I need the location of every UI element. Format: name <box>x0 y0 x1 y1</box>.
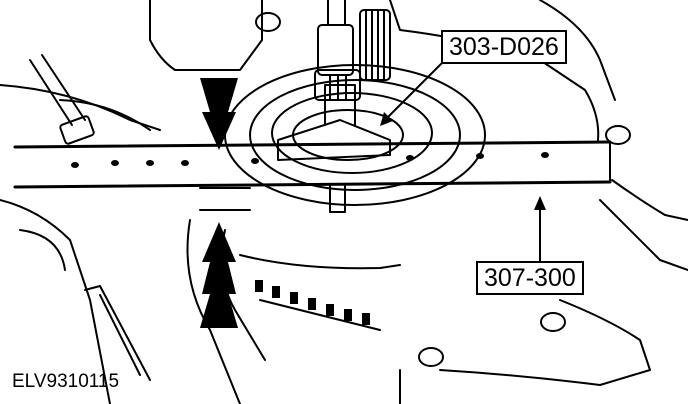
leader-arrowheads <box>380 112 546 210</box>
snap-ring <box>255 280 370 325</box>
measurement-arrows <box>200 78 238 328</box>
figure-id: ELV9310115 <box>12 371 120 392</box>
callout-leaders <box>384 59 541 263</box>
tool-callout-307-300: 307-300 <box>476 261 584 295</box>
case-bolts <box>255 12 631 367</box>
gap-lines <box>199 187 251 211</box>
tool-callout-303-d026: 303-D026 <box>441 30 567 64</box>
straight-edge-bar <box>13 140 612 213</box>
dipstick-tube <box>29 54 95 145</box>
lever-bracket <box>84 285 151 381</box>
depth-gauge-tool <box>277 0 391 161</box>
